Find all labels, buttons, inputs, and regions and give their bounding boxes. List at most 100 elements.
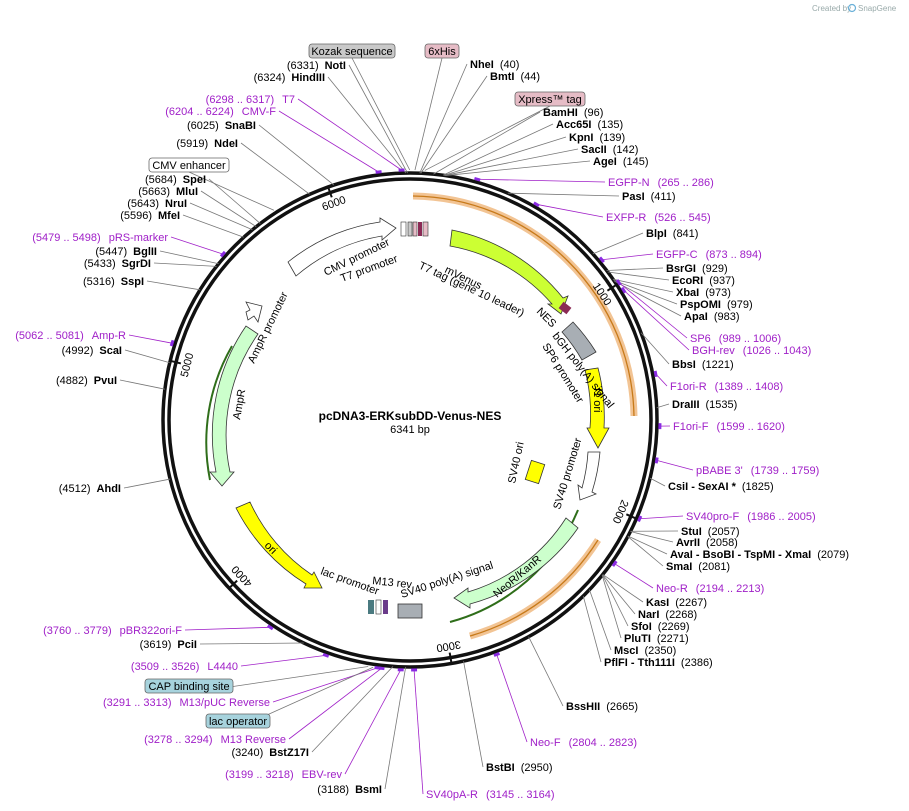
feature-nes[interactable] [558, 301, 572, 315]
primer-4[interactable]: BGH-rev(1026 .. 1043) [692, 345, 811, 357]
primer-7[interactable]: pBABE 3'(1739 .. 1759) [696, 465, 819, 477]
feature-mvenus[interactable] [449, 229, 569, 315]
site-mfei[interactable]: (5596)MfeI [120, 210, 180, 222]
site-sspi[interactable]: (5316)SspI [83, 276, 144, 288]
site-kasi[interactable]: KasI(2267) [646, 597, 707, 609]
feature-f1-ori[interactable] [584, 367, 610, 449]
site-noti[interactable]: (6331)NotI [287, 60, 346, 72]
primer-0[interactable]: EGFP-N(265 .. 286) [608, 177, 714, 189]
feature-sv40-ori[interactable] [524, 459, 546, 485]
site-nari[interactable]: NarI(2268) [638, 609, 697, 621]
site-draiii[interactable]: DraIII(1535) [672, 399, 737, 411]
boxed-label-0[interactable]: Kozak sequence [311, 46, 392, 58]
site-bglii[interactable]: (5447)BglII [95, 246, 157, 258]
primer-10[interactable]: Neo-F(2804 .. 2823) [530, 737, 637, 749]
feature-bgh-polya[interactable] [561, 321, 597, 361]
site-leader [445, 160, 591, 176]
site-bmti[interactable]: BmtI(44) [490, 71, 540, 83]
boxed-label-1[interactable]: 6xHis [428, 46, 456, 58]
site-kpni[interactable]: KpnI(139) [569, 132, 625, 144]
site-sgrdi[interactable]: (5433)SgrDI [84, 258, 151, 270]
site-smai[interactable]: SmaI(2081) [666, 561, 730, 573]
primer-15[interactable]: (3509 .. 3526)L4440 [131, 661, 238, 673]
primer-13[interactable]: (3278 .. 3294)M13 Reverse [144, 734, 286, 746]
site-avai[interactable]: AvaI - BsoBI - TspMI - XmaI(2079) [670, 549, 849, 561]
site-pflfi[interactable]: PflFI - Tth111I(2386) [604, 657, 713, 669]
site-bbsi[interactable]: BbsI(1221) [672, 359, 734, 371]
primer-9[interactable]: Neo-R(2194 .. 2213) [656, 583, 764, 595]
feature-sv40-polya[interactable] [397, 603, 423, 619]
site-spei[interactable]: (5684)SpeI [145, 174, 206, 186]
site-leader [159, 250, 219, 265]
site-pspomi[interactable]: PspOMI(979) [680, 299, 753, 311]
primer-17[interactable]: (5062 .. 5081)Amp-R [15, 330, 126, 342]
site-ndei[interactable]: (5919)NdeI [176, 138, 238, 150]
site-pasi[interactable]: PasI(411) [622, 191, 676, 203]
feature-ampr-promoter[interactable] [245, 301, 263, 323]
site-stui[interactable]: StuI(2057) [681, 526, 740, 538]
site-scai[interactable]: (4992)ScaI [62, 345, 122, 357]
site-bamhi[interactable]: BamHI(96) [543, 107, 603, 119]
site-nrui[interactable]: (5643)NruI [127, 198, 187, 210]
primer-16[interactable]: (3760 .. 3779)pBR322ori-F [43, 625, 182, 637]
primer-mark [653, 370, 658, 378]
site-avrii[interactable]: AvrII(2058) [676, 537, 738, 549]
boxed-label-2[interactable]: Xpress™ tag [518, 94, 582, 106]
primer-2[interactable]: EGFP-C(873 .. 894) [656, 249, 762, 261]
primer-18[interactable]: (5479 .. 5498)pRS-marker [32, 232, 168, 244]
feature-cmv-promoter[interactable] [287, 217, 397, 277]
site-msci[interactable]: MscI(2350) [614, 645, 676, 657]
backbone-outer-strand [161, 171, 659, 669]
site-leader [601, 575, 622, 639]
site-bsrgi[interactable]: BsrGI(929) [666, 263, 728, 275]
site-pvui[interactable]: (4882)PvuI [56, 375, 117, 387]
site-sacii[interactable]: SacII(142) [581, 144, 638, 156]
site-acc65i[interactable]: Acc65I(135) [556, 119, 623, 131]
boxed-label-4[interactable]: CAP binding site [148, 681, 229, 693]
primer-20[interactable]: (6298 .. 6317)T7 [206, 94, 295, 106]
primer-5[interactable]: F1ori-R(1389 .. 1408) [670, 381, 783, 393]
site-snabi[interactable]: (6025)SnaBI [187, 120, 256, 132]
site-nhei[interactable]: NheI(40) [470, 59, 519, 71]
primer-1[interactable]: EXFP-R(526 .. 545) [606, 212, 711, 224]
site-bsmi[interactable]: (3188)BsmI [317, 784, 382, 796]
site-bstbi[interactable]: BstBI(2950) [486, 762, 553, 774]
feature-sv40-promoter[interactable] [577, 451, 601, 501]
feature-ampr[interactable] [209, 325, 259, 487]
site-pluti[interactable]: PluTI(2271) [624, 633, 689, 645]
site-ecori[interactable]: EcoRI(937) [672, 275, 735, 287]
site-bsshii[interactable]: BssHII(2665) [566, 701, 638, 713]
site-ahdi[interactable]: (4512)AhdI [59, 483, 121, 495]
site-apai[interactable]: ApaI(983) [684, 311, 740, 323]
primer-leader [128, 334, 173, 344]
site-csii[interactable]: CsiI - SexAI *(1825) [668, 481, 774, 493]
boxed-label-3[interactable]: CMV enhancer [152, 160, 226, 172]
primer-19[interactable]: (6204 .. 6224)CMV-F [165, 106, 276, 118]
site-hindiii[interactable]: (6324)HindIII [254, 72, 325, 84]
feature-neor-kanr[interactable] [453, 517, 579, 609]
site-blpi[interactable]: BlpI(841) [646, 228, 698, 240]
primer-leader [184, 626, 271, 631]
primer-6[interactable]: F1ori-F(1599 .. 1620) [673, 421, 785, 433]
site-xbai[interactable]: XbaI(973) [676, 287, 731, 299]
feature-leader [424, 105, 551, 171]
primer-12[interactable]: (3199 .. 3218)EBV-rev [225, 769, 342, 781]
boxed-label-5[interactable]: lac operator [209, 716, 267, 728]
site-mlui[interactable]: (5663)MluI [138, 186, 198, 198]
site-pcii[interactable]: (3619)PciI [140, 639, 197, 651]
primer-14[interactable]: (3291 .. 3313)M13/pUC Reverse [103, 697, 270, 709]
site-leader [433, 111, 541, 175]
primer-3[interactable]: SP6(989 .. 1006) [690, 333, 781, 345]
primer-leader [536, 203, 604, 218]
site-sfoi[interactable]: SfoI(2269) [631, 621, 690, 633]
site-leader [613, 280, 678, 305]
feature-ori[interactable] [235, 501, 323, 589]
primer-8[interactable]: SV40pro-F(1986 .. 2005) [686, 511, 816, 523]
boxed-label-bg [205, 713, 271, 729]
site-bstz17i[interactable]: (3240)BstZ17I [231, 747, 309, 759]
site-leader [528, 636, 564, 707]
primer-11[interactable]: SV40pA-R(3145 .. 3164) [426, 789, 554, 801]
site-agei[interactable]: AgeI(145) [593, 156, 649, 168]
site-leader [630, 531, 674, 543]
